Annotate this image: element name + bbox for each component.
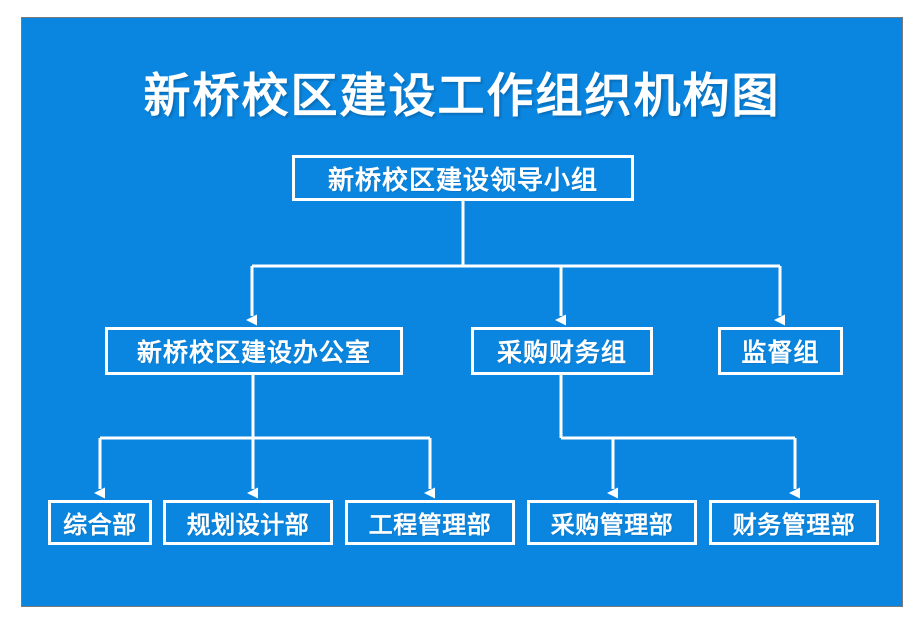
org-node-planning-design-dept[interactable]: 规划设计部	[163, 500, 333, 545]
page-title: 新桥校区建设工作组织机构图	[143, 69, 781, 124]
connector-layer	[94, 201, 800, 499]
org-node-procurement-management-dept[interactable]: 采购管理部	[527, 500, 697, 545]
org-node-leadership-group[interactable]: 新桥校区建设领导小组	[292, 155, 634, 201]
org-node-finance-management-dept[interactable]: 财务管理部	[709, 500, 879, 545]
org-node-general-affairs-dept[interactable]: 综合部	[48, 500, 152, 545]
org-node-engineering-management-dept[interactable]: 工程管理部	[345, 500, 515, 545]
org-node-procurement-finance-group[interactable]: 采购财务组	[471, 327, 653, 375]
org-node-construction-office[interactable]: 新桥校区建设办公室	[105, 327, 403, 375]
poster-panel: 新桥校区建设工作组织机构图 新桥校区建设领导小组 新桥校区建设办公室 采购财务组…	[21, 17, 903, 607]
org-node-supervision-group[interactable]: 监督组	[718, 327, 843, 375]
